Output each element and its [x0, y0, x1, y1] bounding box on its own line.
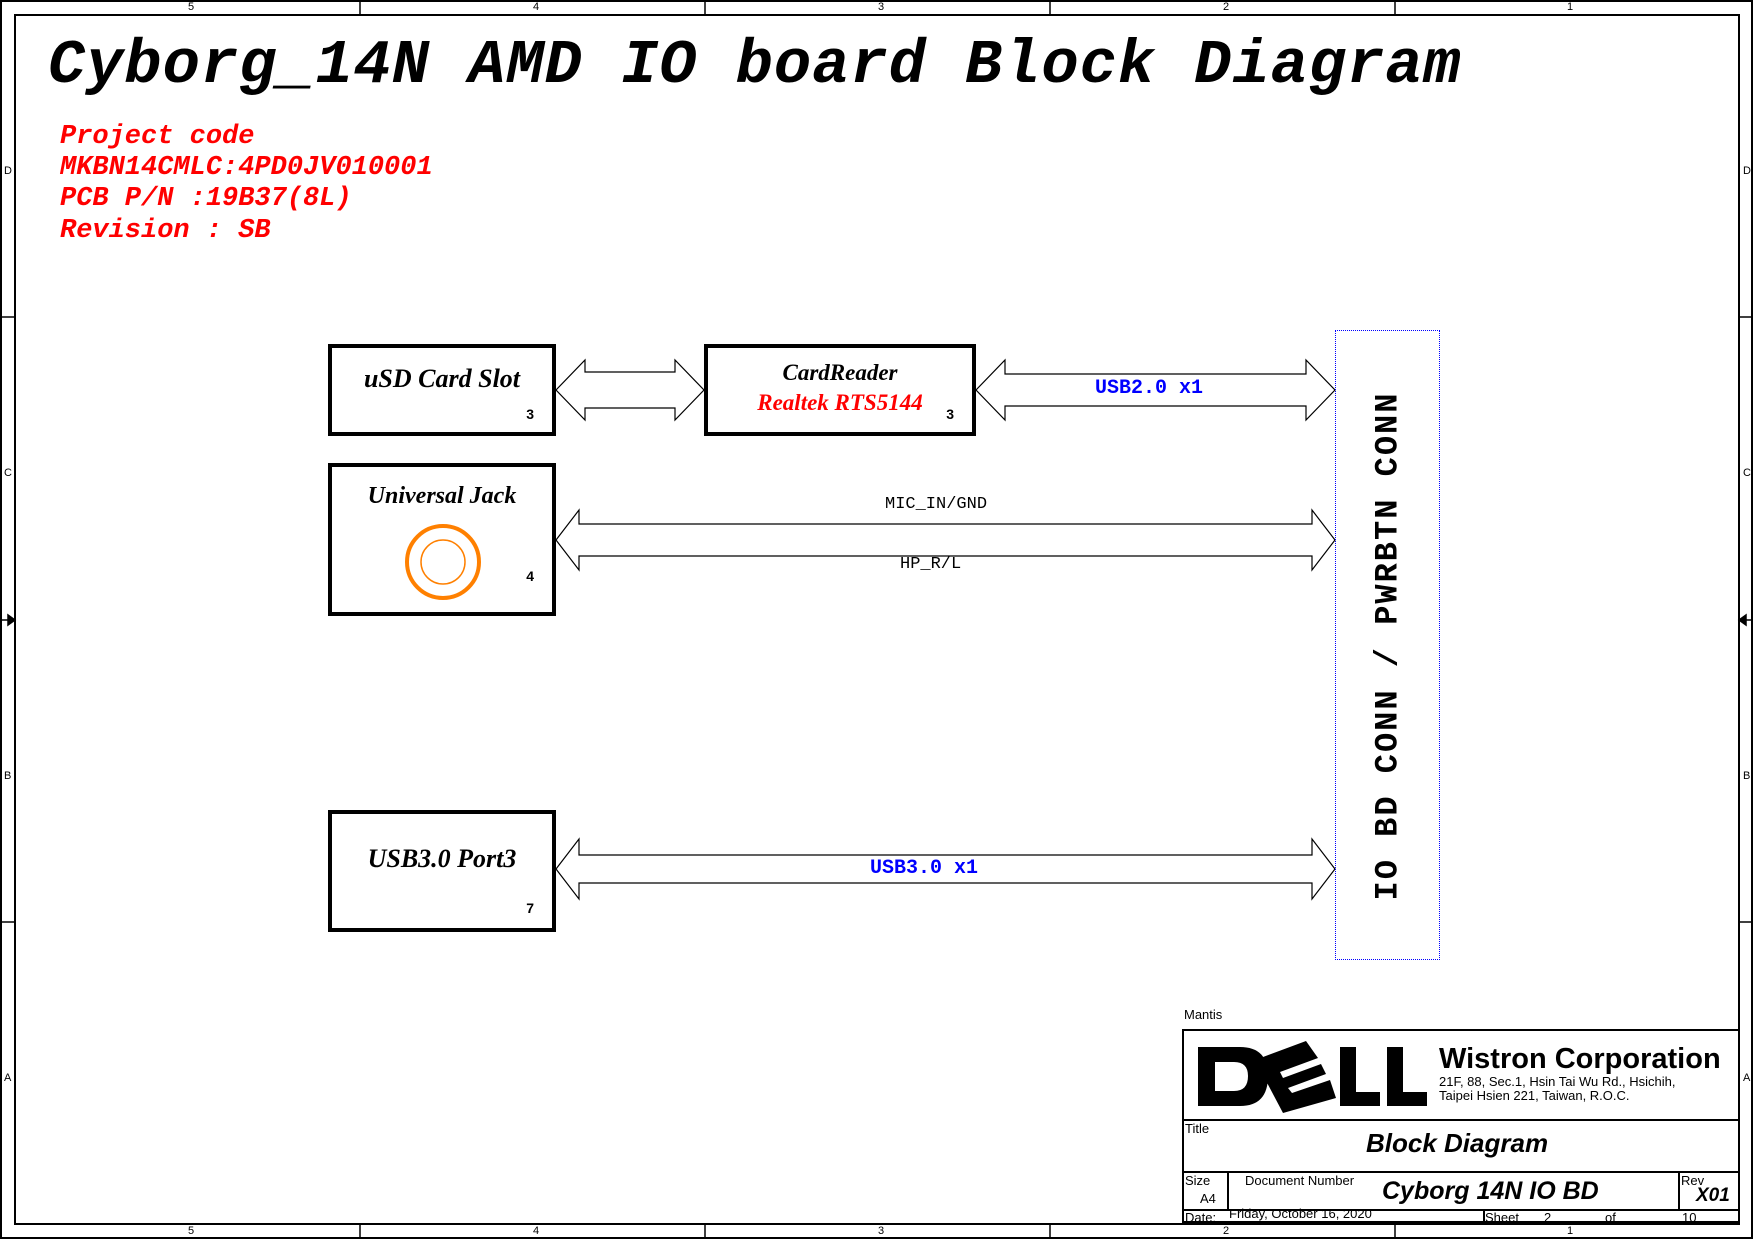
center-marker-right — [1737, 613, 1752, 627]
block-subtitle: Realtek RTS5144 — [757, 390, 923, 415]
column-label: 2 — [1223, 1, 1230, 13]
drawing-title: Block Diagram — [1366, 1128, 1549, 1158]
document-number-label: Document Number — [1245, 1173, 1355, 1188]
block-title: uSD Card Slot — [363, 364, 521, 393]
center-marker-left — [1, 613, 17, 627]
row-label: A — [4, 1072, 12, 1084]
company-address-line1: 21F, 88, Sec.1, Hsin Tai Wu Rd., Hsichih… — [1439, 1074, 1676, 1089]
bus-label-hp: HP_R/L — [900, 555, 962, 574]
row-label: B — [1743, 770, 1751, 782]
rev-value: X01 — [1696, 1185, 1730, 1206]
page-ref[interactable]: 7 — [526, 900, 534, 916]
tool-name: Mantis — [1184, 1007, 1223, 1022]
connector-label: IO BD CONN / PWRBTN CONN — [1369, 391, 1407, 901]
card-reader-block[interactable]: CardReader Realtek RTS5144 3 — [704, 344, 976, 436]
row-label: B — [4, 770, 12, 782]
project-code-label: Project code — [60, 122, 255, 152]
size-value: A4 — [1200, 1191, 1216, 1206]
usd-card-slot-block[interactable]: uSD Card Slot 3 — [328, 344, 556, 436]
column-label: 1 — [1567, 1225, 1574, 1237]
column-label: 2 — [1223, 1225, 1230, 1237]
dell-logo — [1198, 1041, 1427, 1113]
total-sheets: 10 — [1682, 1210, 1697, 1225]
column-label: 4 — [533, 1225, 540, 1237]
pcb-part-number: PCB P/N :19B37(8L) — [60, 184, 352, 214]
block-title: Universal Jack — [367, 483, 517, 509]
project-code: MKBN14CMLC:4PD0JV010001 — [60, 153, 433, 183]
sheet-number: 2 — [1544, 1210, 1552, 1225]
company-address-line2: Taipei Hsien 221, Taiwan, R.O.C. — [1439, 1088, 1630, 1103]
company-name: Wistron Corporation — [1439, 1043, 1721, 1075]
page-title: Cyborg_14N AMD IO board Block Diagram — [48, 30, 1462, 101]
document-number: Cyborg 14N IO BD — [1382, 1177, 1599, 1205]
bus-label-mic: MIC_IN/GND — [885, 495, 988, 514]
size-label: Size — [1185, 1173, 1211, 1188]
universal-jack-block[interactable]: Universal Jack 4 — [328, 463, 556, 616]
arrow-usd-cardreader — [555, 358, 705, 422]
page-ref[interactable]: 4 — [526, 568, 534, 584]
column-label: 1 — [1567, 1, 1574, 13]
row-label: D — [1743, 165, 1751, 177]
column-label: 3 — [878, 1225, 885, 1237]
rev-label: Rev — [1681, 1173, 1705, 1188]
row-label: C — [4, 467, 12, 479]
sheet-label: Sheet — [1485, 1210, 1519, 1225]
bus-label-usb2: USB2.0 x1 — [1095, 377, 1204, 400]
column-label: 5 — [188, 1225, 195, 1237]
block-title: CardReader — [782, 360, 898, 385]
column-label: 4 — [533, 1, 540, 13]
row-label: C — [1743, 467, 1751, 479]
bus-label-usb3: USB3.0 x1 — [870, 857, 979, 880]
page-ref[interactable]: 3 — [526, 406, 534, 422]
of-label: of — [1605, 1210, 1616, 1225]
block-title: USB3.0 Port3 — [367, 844, 517, 873]
row-label: A — [1743, 1072, 1751, 1084]
page-ref[interactable]: 3 — [946, 406, 954, 422]
date-label: Date: — [1185, 1210, 1217, 1225]
io-board-connector[interactable]: IO BD CONN / PWRBTN CONN — [1335, 330, 1440, 960]
revision: Revision : SB — [60, 216, 271, 246]
date-value: Friday, October 16, 2020 — [1229, 1206, 1372, 1221]
column-label: 5 — [188, 1, 195, 13]
column-label: 3 — [878, 1, 885, 13]
usb3-port-block[interactable]: USB3.0 Port3 7 — [328, 810, 556, 932]
row-label: D — [4, 165, 12, 177]
title-label: Title — [1185, 1121, 1210, 1136]
